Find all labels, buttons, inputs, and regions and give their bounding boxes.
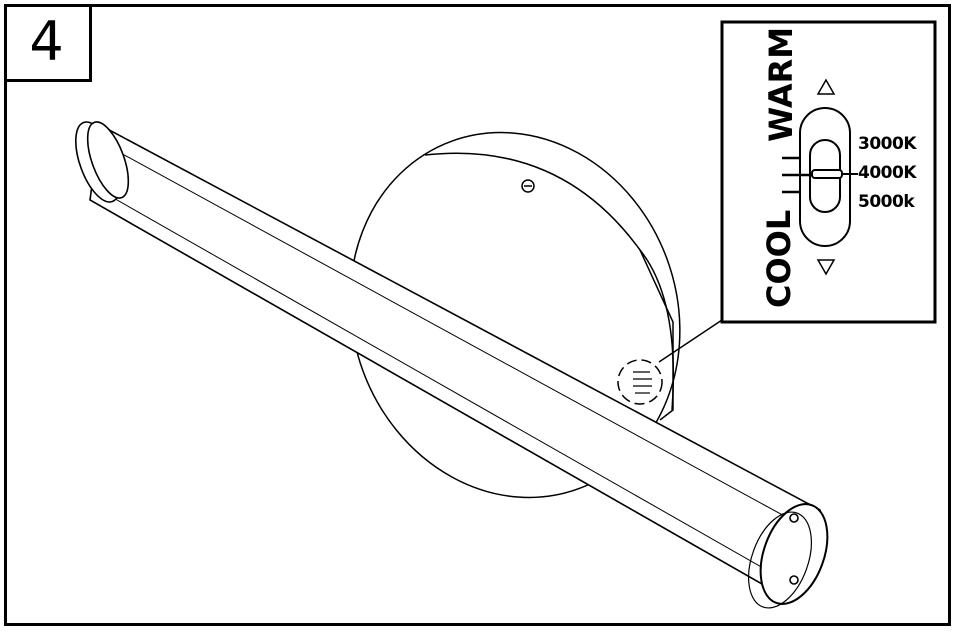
option-4000k: 4000K bbox=[858, 163, 917, 183]
warm-label: WARM bbox=[762, 26, 800, 142]
switch-location bbox=[617, 319, 723, 405]
diagram-frame bbox=[4, 4, 951, 626]
up-arrow-icon bbox=[816, 78, 836, 95]
cct-switch bbox=[782, 107, 858, 247]
option-3000k: 3000K bbox=[858, 134, 917, 154]
option-5000k: 5000k bbox=[858, 192, 915, 212]
down-arrow-icon bbox=[816, 259, 836, 276]
step-number: 4 bbox=[4, 4, 92, 82]
cool-label: COOL bbox=[760, 209, 798, 308]
light-tube bbox=[75, 121, 829, 609]
